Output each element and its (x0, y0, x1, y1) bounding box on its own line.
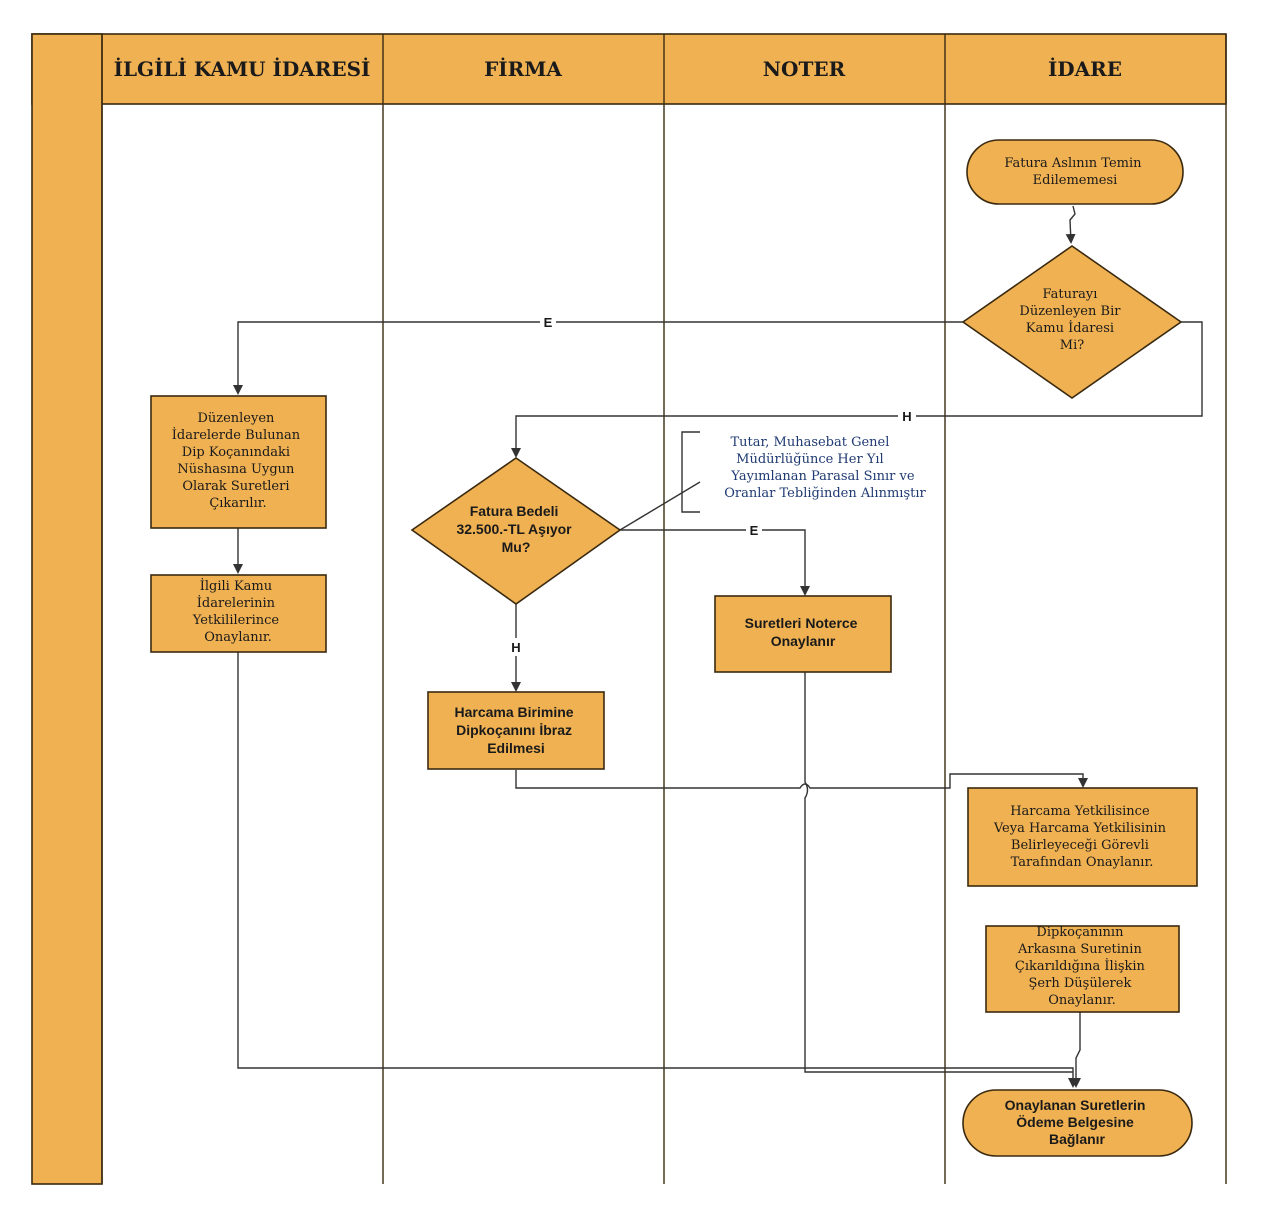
process-harcama-yetkilisince (967, 787, 1198, 887)
process-yetkililerince-onaylanir (150, 574, 327, 653)
process-noterce-onaylanir (714, 595, 892, 673)
edge-idare2-end (1071, 1012, 1081, 1088)
edge-d1-yes (233, 321, 963, 395)
edge-start-d1 (1065, 205, 1076, 244)
end-terminal (962, 1089, 1193, 1157)
process-serh-dusulerek-text: Dipkoçanının Arkasına Suretinin Çıkarıld… (1015, 925, 1149, 1008)
end-text: Onaylanan Suretlerin Ödeme Belgesine Bağ… (1005, 1097, 1150, 1147)
edge-label-d2-yes: E (750, 523, 759, 538)
process-harcama-yetkilisince-text: Harcama Yetkilisince Veya Harcama Yetkil… (993, 804, 1170, 870)
process-yetkililerince-onaylanir-text: İlgili Kamu İdarelerinin Yetkililerince … (192, 577, 283, 645)
label-bg-d2-yes (746, 521, 762, 539)
left-band (31, 33, 103, 1185)
decision-fatura-bedeli-text: Fatura Bedeli 32.500.-TL Aşıyor Mu? (456, 503, 575, 555)
decision-kamu-idaresi-text: Faturayı Düzenleyen Bir Kamu İdaresi Mi? (1019, 287, 1124, 353)
label-bg-d2-no (507, 638, 525, 656)
edge-kamu2-end (237, 652, 1078, 1088)
process-dipkocanini-ibraz (427, 691, 605, 770)
edge-label-d1-no: H (902, 409, 911, 424)
start-text: Fatura Aslının Temin Edilememesi (1004, 156, 1145, 188)
process-suretleri-cikarilir-text: Düzenleyen İdarelerde Bulunan Dip Koçanı… (172, 411, 304, 511)
decision-fatura-bedeli (410, 457, 622, 605)
process-serh-dusulerek (985, 925, 1180, 1013)
label-bg-d1-yes (540, 313, 556, 331)
edge-label-d2-no: H (511, 640, 520, 655)
decision-kamu-idaresi (961, 245, 1183, 399)
lane-title-noter: NOTER (763, 57, 846, 81)
lane-title-kamu: İLGİLİ KAMU İDARESİ (114, 57, 371, 81)
lane-title-idare: İDARE (1048, 57, 1122, 81)
start-terminal (966, 139, 1184, 205)
label-bg-d1-no (898, 407, 916, 425)
edge-d1-no (511, 321, 1203, 458)
process-dipkocanini-ibraz-text: Harcama Birimine Dipkoçanını İbraz Edilm… (455, 704, 578, 756)
process-suretleri-cikarilir (150, 395, 327, 529)
edge-firma-idare1 (515, 770, 1088, 789)
lane-title-firma: FİRMA (484, 57, 562, 81)
process-noterce-onaylanir-text: Suretleri Noterce Onaylanır (745, 615, 862, 649)
edge-d2-yes (620, 529, 810, 596)
annotation-note: Tutar, Muhasebat Genel Müdürlüğünce Her … (724, 435, 926, 501)
note-bracket (681, 431, 700, 513)
edge-noter-end (804, 672, 1073, 1073)
header-band (31, 33, 1227, 105)
edge-label-d1-yes: E (544, 315, 553, 330)
note-connector (619, 481, 701, 531)
